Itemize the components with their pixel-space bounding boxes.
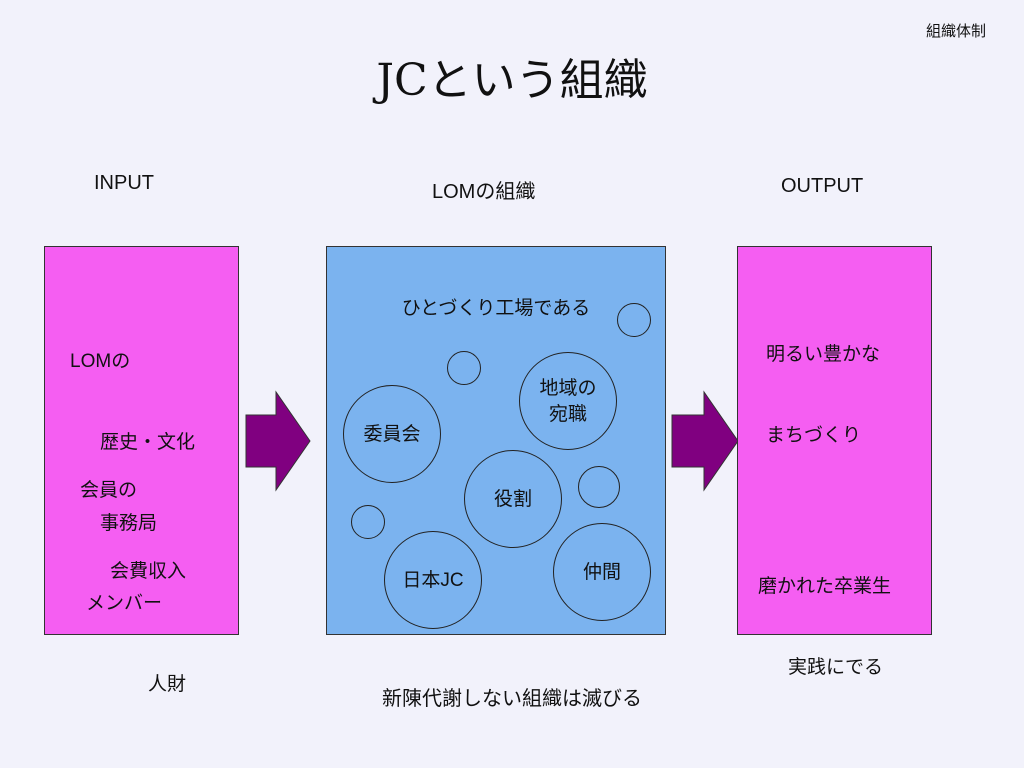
corner-label: 組織体制 (925, 22, 986, 40)
small-bubble (447, 351, 481, 385)
japan-jc-latin: JC (440, 569, 464, 591)
center-heading-latin: LOM (432, 181, 476, 203)
regional-post-circle: 地域の 宛職 (519, 352, 617, 450)
input-panel (44, 246, 239, 635)
japan-jc-circle: 日本JC (384, 531, 482, 629)
input-item-fees: 会員の 会費収入 (80, 423, 186, 612)
output-item1-line1: 明るい豊かな (766, 343, 881, 365)
committee-label: 委員会 (363, 423, 421, 445)
output-item-town: 明るい豊かな まちづくり (766, 287, 880, 476)
committee-circle: 委員会 (343, 385, 441, 483)
small-bubble (578, 466, 620, 508)
small-bubble (351, 505, 385, 539)
page-title: JCという組織 (376, 55, 648, 106)
small-bubble (617, 303, 651, 337)
factory-caption: ひとづくり工場である (401, 297, 591, 319)
input-item3-line1: メンバー (86, 592, 163, 614)
japan-jc-jp: 日本 (402, 568, 441, 591)
output-item-graduates: 磨かれた卒業生 実践にでる (758, 519, 891, 708)
input-item3-line2: 人財 (148, 673, 187, 695)
output-panel (737, 246, 932, 635)
input-item-members: メンバー 人財 (86, 536, 186, 725)
fellows-circle: 仲間 (553, 523, 651, 621)
input-item-history: LOMの 歴史・文化 事務局 (70, 294, 195, 564)
footer-message: 新陳代謝しない組織は滅びる (382, 686, 642, 710)
input-item1-line3: 事務局 (100, 512, 158, 534)
output-heading: OUTPUT (781, 175, 864, 197)
regional-post-label: 地域の 宛職 (539, 377, 597, 425)
input-item1-jp: の (111, 350, 131, 372)
input-item2-line1: 会員の (80, 479, 138, 501)
role-circle: 役割 (464, 450, 562, 548)
input-heading: INPUT (94, 172, 154, 194)
fellows-label: 仲間 (582, 561, 621, 583)
output-item1-line2: まちづくり (766, 424, 862, 446)
output-item2-line2: 実践にでる (788, 656, 884, 678)
role-label: 役割 (493, 488, 532, 510)
center-heading-jp: の組織 (475, 179, 536, 203)
arrow-right-icon-2 (671, 390, 739, 492)
input-item1-latin: LOM (70, 351, 112, 372)
center-heading: LOMの組織 (432, 175, 535, 204)
lom-organization-panel: ひとづくり工場である 地域の 宛職 委員会 役割 日本JC 仲間 (326, 246, 666, 635)
arrow-right-icon (245, 390, 311, 492)
input-item2-line2: 会費収入 (110, 560, 187, 582)
input-item1-line2: 歴史・文化 (100, 431, 196, 453)
output-item2-line1: 磨かれた卒業生 (758, 575, 892, 597)
